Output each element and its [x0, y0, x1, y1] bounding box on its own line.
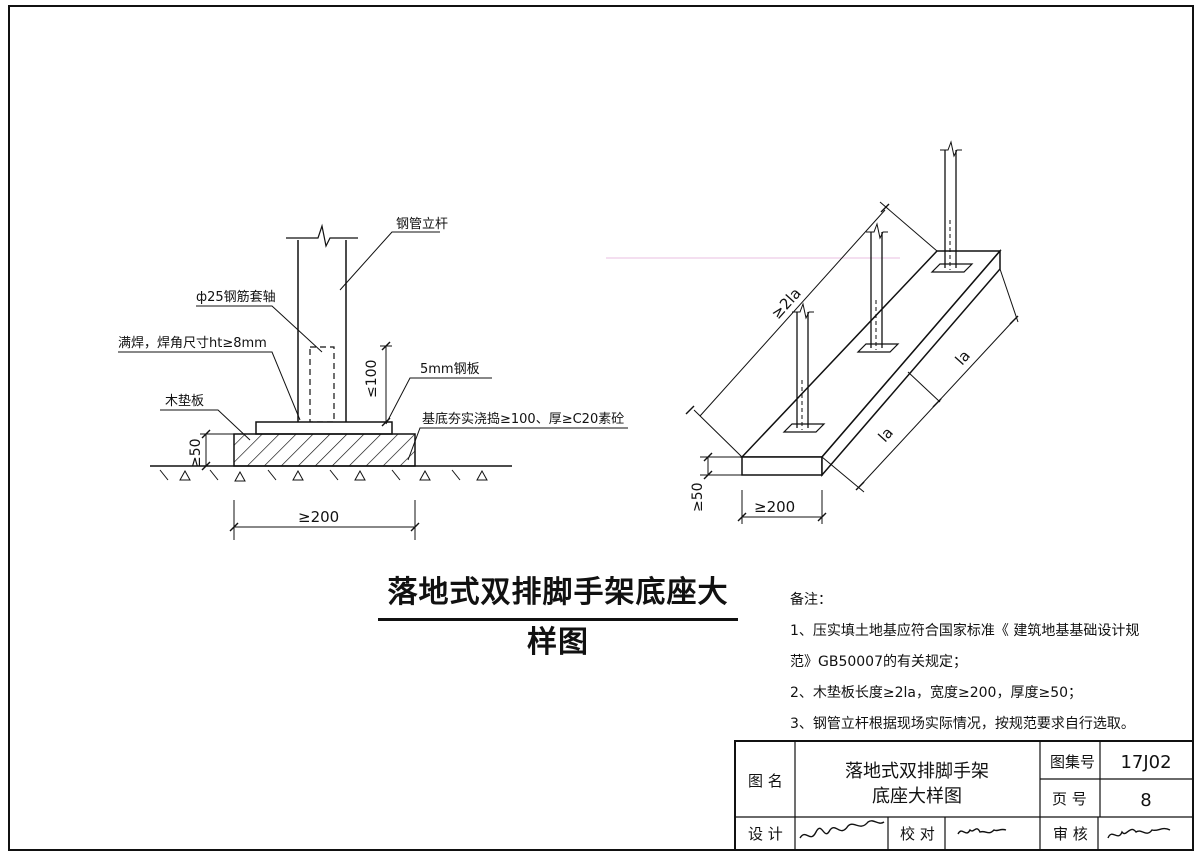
- drawing-title: 落地式双排脚手架底座大样图: [378, 568, 738, 660]
- tb-drawing-name-line2: 底座大样图: [872, 786, 962, 807]
- dim-iso-width: ≥200: [754, 498, 795, 516]
- section-view: 钢管立杆 ф25钢筋套轴 满焊，焊角尺寸ht≥8mm 5mm钢板 木垫板 基底夯…: [118, 217, 628, 540]
- label-base: 基底夯实浇捣≥100、厚≥C20素砼: [422, 411, 624, 427]
- tb-review-label: 审 核: [1053, 825, 1088, 843]
- dim-height-100: ≤100: [364, 360, 380, 398]
- note-line: 3、钢管立杆根据现场实际情况，按规范要求自行选取。: [790, 716, 1135, 732]
- sheet-border: [8, 5, 1194, 851]
- wood-pad-section: [233, 433, 416, 467]
- tb-drawing-name-line1: 落地式双排脚手架: [845, 761, 989, 782]
- tb-page-no: 8: [1140, 790, 1151, 811]
- note-line: 1、压实填土地基应符合国家标准《 建筑地基基础设计规: [790, 623, 1140, 639]
- label-steel-pole: 钢管立杆: [396, 217, 448, 232]
- notes: 备注： 1、压实填土地基应符合国家标准《 建筑地基基础设计规 范》GB50007…: [790, 585, 1140, 740]
- label-wood-pad: 木垫板: [165, 393, 204, 409]
- notes-header: 备注：: [790, 592, 832, 608]
- tb-drawing-name-label: 图 名: [748, 772, 783, 790]
- label-sleeve: ф25钢筋套轴: [196, 289, 276, 305]
- tb-atlas-no: 17J02: [1120, 752, 1171, 773]
- dim-iso-length: ≥2la: [768, 284, 805, 322]
- dim-iso-la-2: la: [952, 347, 974, 369]
- signature-designer: [799, 820, 885, 839]
- title-block: [734, 740, 1194, 851]
- dim-thick-50: ≥50: [188, 438, 204, 468]
- dim-iso-la-1: la: [875, 424, 897, 446]
- tb-design-label: 设 计: [748, 825, 783, 843]
- dim-width-200: ≥200: [298, 508, 339, 526]
- tb-check-label: 校 对: [900, 825, 935, 843]
- signature-reviewer: [1107, 827, 1171, 839]
- tb-page-no-label: 页 号: [1052, 790, 1087, 808]
- tb-atlas-no-label: 图集号: [1050, 753, 1095, 771]
- label-weld: 满焊，焊角尺寸ht≥8mm: [118, 335, 267, 351]
- label-plate: 5mm钢板: [420, 362, 480, 377]
- dim-iso-thick: ≥50: [690, 482, 706, 512]
- note-line: 2、木垫板长度≥2la，宽度≥200，厚度≥50；: [790, 685, 1083, 701]
- signature-checker: [957, 828, 1007, 835]
- note-line: 范》GB50007的有关规定；: [790, 654, 967, 670]
- iso-view: [685, 140, 1019, 524]
